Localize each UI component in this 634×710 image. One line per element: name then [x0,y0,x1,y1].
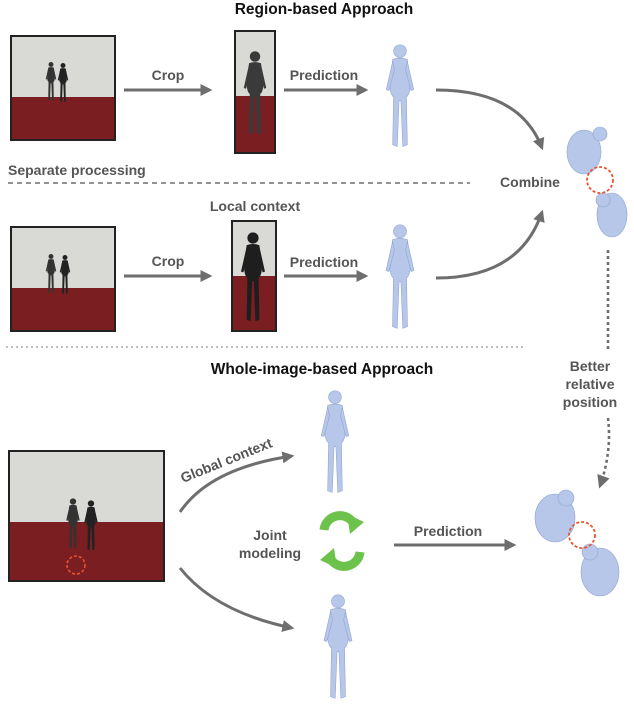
prediction-label-top: Prediction [290,67,358,83]
combine-label: Combine [500,174,560,190]
region-approach-title: Region-based Approach [235,1,414,18]
crop-label-top: Crop [152,67,185,83]
input-photo-whole [8,450,165,582]
mesh-person-joint-upper [320,390,350,494]
mesh-person-joint-lower [323,594,353,699]
cropped-person-bottom [231,220,277,332]
joint-label-line2: modeling [239,545,301,561]
contact-circle-bad [586,166,614,194]
whole-image-approach-title: Whole-image-based Approach [211,361,433,378]
combined-mesh-bad [566,126,628,238]
contact-circle-photo [66,555,86,575]
crop-label-bottom: Crop [152,253,185,269]
combined-mesh-good [534,489,620,597]
improvement-arrow-lower [597,417,611,489]
combine-arrow-top [435,88,545,151]
input-photo-bottom-row [10,226,116,332]
contact-circle-good [568,521,596,549]
better-label-line2: relative [565,376,614,392]
cycle-icon [319,511,365,571]
local-context-label: Local context [210,198,301,214]
separate-processing-label: Separate processing [8,162,146,178]
global-context-arrow-lower [178,567,295,632]
better-label-line3: position [563,394,617,410]
prediction-label-whole: Prediction [414,523,482,539]
global-context-arrow-upper [178,451,295,513]
global-context-label: Global context [178,434,274,485]
input-photo-top [10,35,116,141]
better-label-line1: Better [570,358,611,374]
mesh-person-bottom [385,224,415,329]
mesh-person-top [385,44,415,147]
combine-arrow-bottom [435,209,545,280]
cropped-person-top [234,30,276,154]
prediction-label-bottom: Prediction [290,254,358,270]
joint-label-line1: Joint [253,527,287,543]
